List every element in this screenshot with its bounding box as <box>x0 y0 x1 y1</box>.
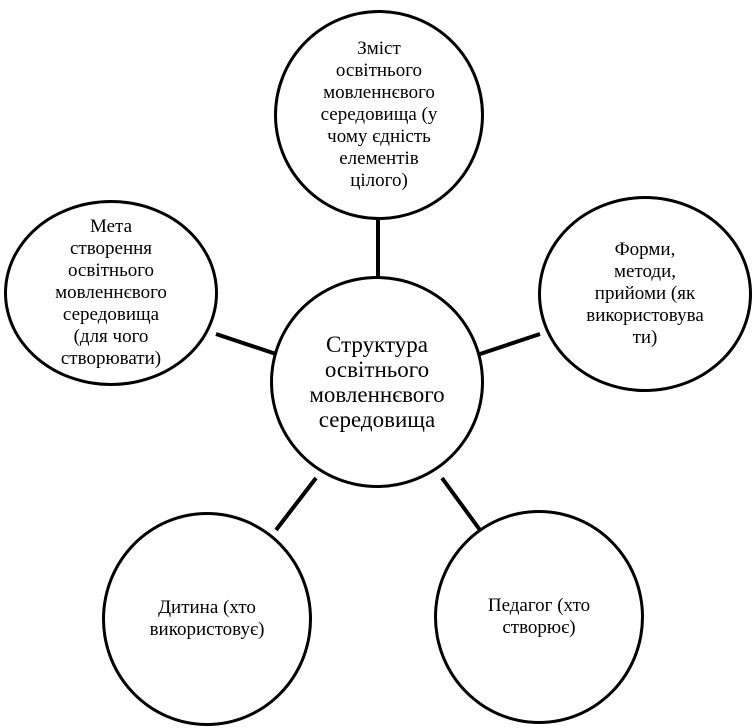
node-structure-center-text: Структура освітнього мовленнєвого середо… <box>309 332 445 432</box>
node-goal-text: Мета створення освітнього мовленнєвого с… <box>55 216 167 369</box>
node-goal: Мета створення освітнього мовленнєвого с… <box>4 200 218 386</box>
node-content-text: Зміст освітнього мовленнєвого середовища… <box>320 38 438 191</box>
node-teacher-text: Педагог (хто створює) <box>487 595 591 638</box>
connector-bottom-left <box>274 476 318 532</box>
node-child: Дитина (хто використовує) <box>102 512 312 726</box>
connector-right <box>479 332 541 356</box>
node-forms-methods: Форми, методи, прийоми (як використовува… <box>538 196 752 392</box>
connector-left <box>215 332 277 356</box>
connector-bottom-right <box>440 476 482 532</box>
node-teacher: Педагог (хто створює) <box>434 510 644 724</box>
node-content: Зміст освітнього мовленнєвого середовища… <box>274 10 484 220</box>
node-forms-methods-text: Форми, методи, прийоми (як використовува… <box>586 239 704 348</box>
node-structure-center: Структура освітнього мовленнєвого середо… <box>270 276 484 488</box>
node-child-text: Дитина (хто використовує) <box>149 597 265 640</box>
